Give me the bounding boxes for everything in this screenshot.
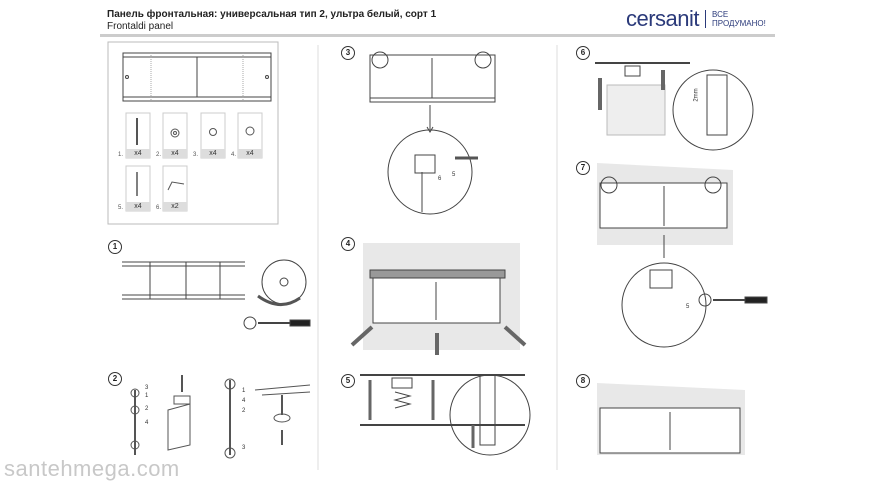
step-number: 1 <box>108 240 122 254</box>
gap-label: 2mm <box>693 88 700 102</box>
parts-tile-bars <box>126 149 262 211</box>
part-count: x4 <box>209 150 217 157</box>
step2-label: 1 <box>242 388 246 394</box>
part-count: x4 <box>171 150 179 157</box>
part-count: x4 <box>246 150 254 157</box>
part-count: x4 <box>134 203 142 210</box>
step2-label: 3 <box>242 445 246 451</box>
step-number: 5 <box>341 374 355 388</box>
step5-drawing <box>360 374 531 456</box>
logo-brand: cersanit <box>626 6 700 31</box>
part-index: 2. <box>156 152 162 158</box>
step2-label: 4 <box>145 420 149 426</box>
step3-drawing <box>369 51 496 215</box>
step-number: 7 <box>576 161 590 175</box>
step2-label: 2 <box>242 408 246 414</box>
step6-drawing <box>595 62 754 151</box>
step8-drawing <box>597 383 745 455</box>
header-divider <box>100 34 775 37</box>
step2-label: 2 <box>145 406 149 412</box>
document-title: Панель фронтальная: универсальная тип 2,… <box>107 9 437 20</box>
parts-tiles <box>125 112 263 212</box>
callout-label: 5 <box>686 304 690 310</box>
step-number: 8 <box>576 374 590 388</box>
part-count: x2 <box>171 203 179 210</box>
callout-label: 5 <box>452 172 456 178</box>
step4-drawing <box>350 243 527 355</box>
step-number: 2 <box>108 372 122 386</box>
step7-drawing <box>597 163 768 348</box>
part-index: 6. <box>156 205 162 211</box>
part-index: 3. <box>193 152 199 158</box>
step2-assembly <box>130 375 311 459</box>
part-icons <box>136 118 255 196</box>
part-index: 4. <box>231 152 237 158</box>
part-index: 5. <box>118 205 124 211</box>
step-number: 3 <box>341 46 355 60</box>
step2-label: 4 <box>242 398 246 404</box>
parts-box <box>107 41 279 225</box>
part-index: 1. <box>118 152 124 158</box>
step2-label: 3 <box>145 385 149 391</box>
step-number: 4 <box>341 237 355 251</box>
step2-label: 1 <box>145 393 149 399</box>
watermark: santehmega.com <box>4 456 180 481</box>
part-count: x4 <box>134 150 142 157</box>
panel-drawing <box>122 52 272 102</box>
document-subtitle: Frontaldi panel <box>107 21 174 32</box>
step1-frame <box>122 259 311 330</box>
step-number: 6 <box>576 46 590 60</box>
logo-separator <box>705 10 707 28</box>
callout-label: 6 <box>438 176 442 182</box>
